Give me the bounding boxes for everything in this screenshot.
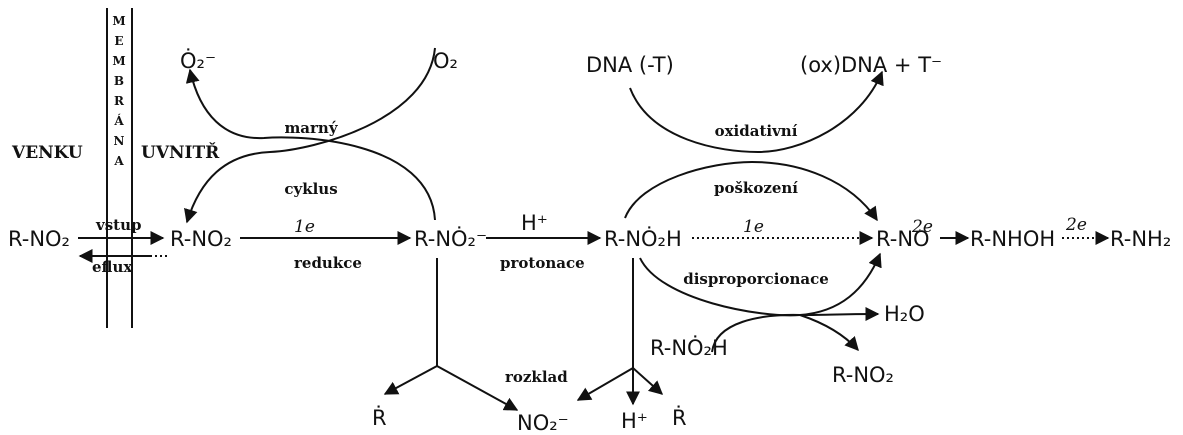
two-electron-label-b: 2e xyxy=(1065,215,1087,235)
arrow-to-superoxide xyxy=(185,68,436,221)
entry-label: vstup xyxy=(95,216,141,234)
nitrite: NO₂⁻ xyxy=(517,411,569,435)
arrow-to-r-radical-right xyxy=(632,367,664,395)
one-electron-label: 1e xyxy=(294,217,315,237)
partner-inflow-curve xyxy=(711,313,801,353)
oxidized-dna-species: (ox)DNA + T⁻ xyxy=(800,53,942,77)
two-electron-label-a: 2e xyxy=(911,217,933,237)
arrow-to-rno2-product xyxy=(799,314,859,352)
oxidative-damage-label-top: oxidativní xyxy=(715,122,798,140)
arrow-to-nitrite-b xyxy=(576,367,634,401)
arrow-radical-to-nitroso xyxy=(624,160,878,222)
membrane-letter: Á xyxy=(113,113,124,128)
inside-label: UVNITŘ xyxy=(141,142,220,163)
protonated-radical: R-NȮ₂H xyxy=(604,226,682,251)
membrane-letter: N xyxy=(114,134,125,148)
disproportionation-label: disproporcionace xyxy=(683,270,829,288)
rno2h-partner: R-NȮ₂H xyxy=(650,335,728,360)
membrane-letter: B xyxy=(114,74,124,88)
protonation-label: protonace xyxy=(500,254,585,272)
membrane-label: M E M B R Á N A xyxy=(112,14,125,168)
water: H₂O xyxy=(884,302,925,326)
superoxide: Ȯ₂⁻ xyxy=(180,48,216,73)
arrow-oxygen-to-rno2 xyxy=(184,47,436,224)
r-radical-right: Ṙ xyxy=(672,405,687,430)
membrane-letter: R xyxy=(114,94,125,108)
r-radical-left: Ṙ xyxy=(372,405,387,430)
proton-label: H⁺ xyxy=(521,211,548,235)
dna-species: DNA (-T) xyxy=(586,53,674,77)
futile-cycle-label-top: marný xyxy=(284,119,338,137)
arrow-dna-to-oxdna xyxy=(629,70,884,154)
decomposition-label: rozklad xyxy=(505,368,568,386)
oxygen: O₂ xyxy=(433,49,458,73)
nitroso: R-NO xyxy=(876,227,930,251)
membrane-letter: E xyxy=(114,34,123,48)
arrow-to-nitrite xyxy=(436,365,519,411)
arrow-to-water xyxy=(799,307,880,322)
hydroxylamine: R-NHOH xyxy=(970,227,1055,251)
reduction-label: redukce xyxy=(294,254,362,272)
proton-bottom: H⁺ xyxy=(621,409,648,433)
efflux-label: eflux xyxy=(92,258,133,276)
rno2-product: R-NO₂ xyxy=(832,363,894,387)
one-electron-label-b: 1e xyxy=(743,217,764,237)
arrow-to-r-radical-left xyxy=(383,365,438,395)
oxidative-damage-label-bottom: poškození xyxy=(714,179,798,197)
membrane-letter: M xyxy=(112,54,125,68)
outside-label: VENKU xyxy=(11,143,83,163)
futile-cycle-label-bottom: cyklus xyxy=(284,180,337,198)
membrane-letter: A xyxy=(113,154,124,168)
nitro-radical-anion: R-NȮ₂⁻ xyxy=(414,226,487,251)
rno2-outside: R-NO₂ xyxy=(8,227,70,251)
membrane-letter: M xyxy=(112,14,125,28)
rno2-inside: R-NO₂ xyxy=(170,227,232,251)
amine: R-NH₂ xyxy=(1110,227,1171,251)
